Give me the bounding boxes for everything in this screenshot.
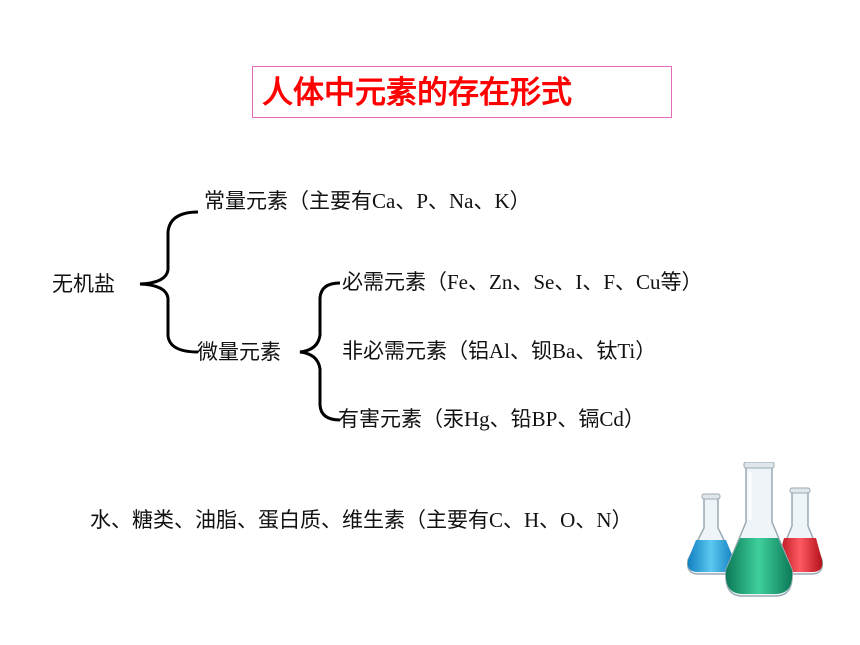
organic-detail: C、H、O、N	[489, 508, 612, 532]
essential-detail: Fe、Zn、Se、I、F、Cu	[447, 270, 661, 294]
root-brace	[139, 210, 199, 354]
macro-label: 常量元素	[204, 189, 288, 213]
nonessential-label: 非必需元素	[342, 339, 447, 363]
harmful-elements-row: 有害元素（汞Hg、铅BP、镉Cd）	[338, 407, 645, 431]
essential-label: 必需元素	[342, 270, 426, 294]
title-box	[252, 66, 672, 118]
essential-elements-row: 必需元素（Fe、Zn、Se、I、F、Cu等）	[342, 270, 703, 294]
organic-list: 水、糖类、油脂、蛋白质、维生素	[90, 508, 405, 532]
micro-brace	[299, 281, 341, 422]
inorganic-salt-label: 无机盐	[52, 272, 115, 296]
macro-elements-row: 常量元素（主要有Ca、P、Na、K）	[204, 189, 531, 213]
micro-elements-label: 微量元素	[197, 340, 281, 364]
nonessential-elements-row: 非必需元素（铝Al、钡Ba、钛Ti）	[342, 339, 657, 363]
green-flask-icon	[725, 462, 793, 597]
blue-flask-icon	[686, 493, 736, 575]
lab-flasks-icon	[686, 462, 824, 597]
organic-compounds-row: 水、糖类、油脂、蛋白质、维生素（主要有C、H、O、N）	[90, 508, 633, 532]
macro-detail: Ca、P、Na、K	[372, 189, 510, 213]
red-flask-icon	[776, 487, 824, 575]
harmful-label: 有害元素	[338, 407, 422, 431]
page-title: 人体中元素的存在形式	[262, 75, 572, 111]
